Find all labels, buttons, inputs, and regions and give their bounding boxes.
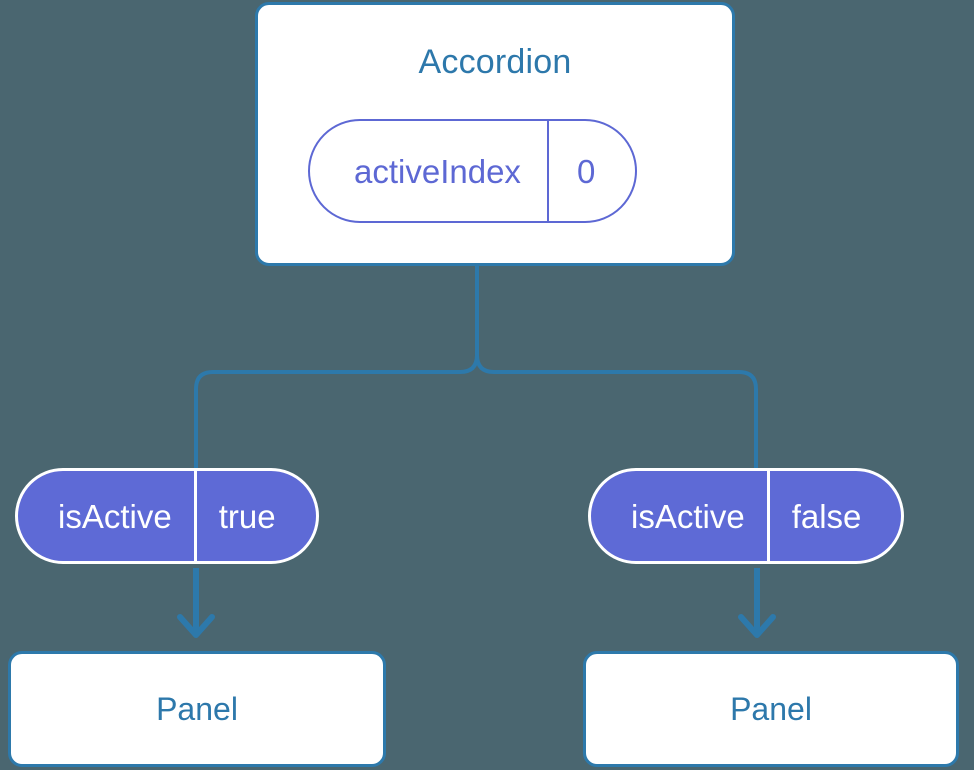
- prop-pill-key-right: isActive: [591, 471, 770, 561]
- accordion-title: Accordion: [418, 43, 572, 81]
- arrow-down-icon-right: [738, 568, 776, 638]
- prop-pill-value-left: true: [218, 497, 276, 535]
- panel-title-left: Panel: [156, 691, 238, 727]
- arrow-down-icon-left: [177, 568, 215, 638]
- panel-card-right[interactable]: Panel: [583, 651, 959, 767]
- prop-pill-key-left: isActive: [18, 471, 197, 561]
- state-pill-key: activeIndex: [310, 121, 549, 221]
- prop-pill-is-active-left[interactable]: isActive true: [15, 468, 319, 564]
- accordion-component-card[interactable]: Accordion activeIndex 0: [255, 2, 735, 266]
- prop-pill-is-active-right[interactable]: isActive false: [588, 468, 905, 564]
- branch-left: [194, 263, 479, 470]
- state-pill-value: 0: [576, 152, 596, 190]
- state-pill-active-index[interactable]: activeIndex 0: [308, 119, 638, 223]
- prop-pill-value-right: false: [791, 497, 862, 535]
- branch-right: [475, 263, 758, 470]
- panel-card-left[interactable]: Panel: [8, 651, 386, 767]
- panel-title-right: Panel: [730, 691, 812, 727]
